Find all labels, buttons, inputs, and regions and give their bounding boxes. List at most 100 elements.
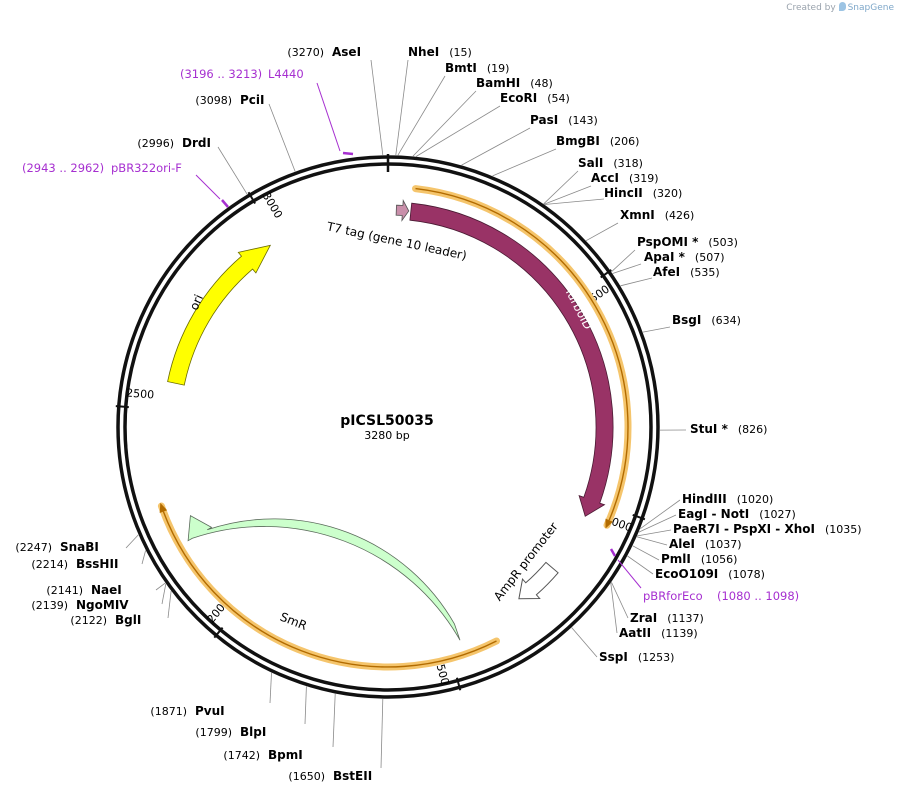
enzyme-site[interactable]: SalI(318) [578,156,643,170]
feature-label-ori: ori [187,292,206,312]
leader-line [141,550,146,565]
primer-pbr322ori-f[interactable]: (2943 .. 2962) pBR322ori-F [22,161,229,208]
enzyme-position: (19) [487,62,510,75]
enzyme-site[interactable]: PaeR7I - PspXI - XhoI(1035) [673,522,862,536]
enzyme-site[interactable]: (2214)BssHII [31,557,118,571]
tick-2000 [213,626,224,639]
enzyme-site[interactable]: (2247)SnaBI [15,540,98,554]
leader-line [161,583,167,605]
enzyme-name: BstEII [333,769,372,783]
leader-line [380,698,384,769]
tick-label-2500: 2500 [126,386,155,401]
enzyme-site[interactable]: (1871)PvuI [150,704,224,718]
orf-smr-line [162,511,497,668]
feature-smr[interactable] [187,514,461,641]
leader-line [640,499,681,530]
enzyme-name: PasI [530,113,558,127]
primer-pbrforeco-range: (1080 .. 1098) [717,589,799,603]
enzyme-position: (1056) [701,553,738,566]
leader-line [637,529,672,537]
primer-l4440[interactable]: (3196 .. 3213) L4440 [180,67,354,156]
leader-line [397,75,446,156]
enzyme-name: XmnI [620,208,655,222]
enzyme-position: (3270) [287,46,324,59]
primer-pbrforeco[interactable]: pBRforEco (1080 .. 1098) [609,548,799,603]
leader-line [395,59,409,156]
enzyme-site[interactable]: (1799)BlpI [195,725,266,739]
enzyme-position: (1020) [737,493,774,506]
plasmid-length: 3280 bp [364,429,409,442]
enzyme-site[interactable]: (2139) NgoMIV [31,598,129,612]
enzyme-site[interactable]: EcoO109I(1078) [655,567,765,581]
enzyme-site[interactable]: (3270) AseI [287,45,361,59]
leader-line [636,536,668,546]
enzyme-position: (2139) [31,599,68,612]
enzyme-site[interactable]: (1742)BpmI [223,748,302,762]
enzyme-name: PspOMI * [637,235,699,249]
primer-pbr322ori-f-mark [221,199,229,208]
enzyme-position: (2996) [137,137,174,150]
leader-line [612,263,642,274]
feature-t7-tag[interactable] [395,199,410,222]
enzyme-position: (1078) [728,568,765,581]
leader-line [268,103,296,172]
enzyme-name: NgoMIV [76,598,129,612]
enzyme-site[interactable]: EagI - NotI(1027) [678,507,796,521]
enzyme-position: (1799) [195,726,232,739]
enzyme-site[interactable]: AatII(1139) [619,626,698,640]
leader-line [461,127,531,166]
enzyme-site[interactable]: BmgBI(206) [556,134,639,148]
enzyme-name: PaeR7I - PspXI - XhoI [673,522,815,536]
leader-line [304,686,307,725]
enzyme-name: ApaI * [644,250,686,264]
leader-line [585,222,619,242]
enzyme-site[interactable]: NheI(15) [408,45,472,59]
orf-smr-arrowhead [159,502,168,513]
enzyme-site[interactable]: PspOMI *(503) [637,235,738,249]
leader-line [632,545,660,561]
enzyme-name: BpmI [268,748,303,762]
leader-line [543,185,592,205]
enzyme-site[interactable]: SspI(1253) [599,650,674,664]
enzyme-position: (1037) [705,538,742,551]
enzyme-site[interactable]: (1650)BstEII [288,769,372,783]
enzyme-position: (2122) [70,614,107,627]
tick-500 [600,269,612,279]
primer-l4440-name: L4440 [268,67,304,81]
enzyme-site[interactable]: ApaI *(507) [644,250,725,264]
enzyme-site[interactable]: BsgI(634) [672,313,741,327]
enzyme-labels: (3270) AseI NheI(15) BmtI(19)BamHI(48)EcoRI… [15,45,861,783]
enzyme-site[interactable]: (2141)NaeI [46,583,121,597]
plasmid-name: pICSL50035 [340,413,433,429]
enzyme-site[interactable]: BmtI(19) [445,61,509,75]
enzyme-site[interactable]: XmnI(426) [620,208,694,222]
feature-turboid[interactable] [409,202,614,517]
enzyme-site[interactable]: PasI(143) [530,113,598,127]
primer-l4440-leader [316,82,341,152]
enzyme-site[interactable]: EcoRI(54) [500,91,570,105]
enzyme-site[interactable]: AccI(319) [591,171,659,185]
leader-line [620,277,653,287]
enzyme-position: (206) [610,135,640,148]
feature-ampr-promoter[interactable] [518,561,559,600]
leader-line [332,693,336,748]
enzyme-site[interactable]: StuI *(826) [690,422,767,436]
enzyme-site[interactable]: AleI(1037) [669,537,742,551]
enzyme-name: BssHII [76,557,118,571]
enzyme-site[interactable]: (3098) PciI [195,93,264,107]
leader-line [155,582,166,591]
enzyme-name: AseI [332,45,361,59]
enzyme-position: (1139) [661,627,698,640]
enzyme-site[interactable]: (2996)DrdI [137,136,211,150]
enzyme-site[interactable]: HincII(320) [604,186,682,200]
enzyme-site[interactable]: BamHI(48) [476,76,553,90]
enzyme-site[interactable]: HindIII(1020) [682,492,773,506]
enzyme-name: PciI [240,93,265,107]
enzyme-site[interactable]: AfeI(535) [653,265,720,279]
enzyme-position: (3098) [195,94,232,107]
enzyme-site[interactable]: ZraI(1137) [630,611,704,625]
enzyme-site[interactable]: (2122)BglI [70,613,141,627]
feature-ori[interactable] [167,244,272,386]
enzyme-site[interactable]: PmlI(1056) [661,552,737,566]
enzyme-position: (634) [711,314,741,327]
